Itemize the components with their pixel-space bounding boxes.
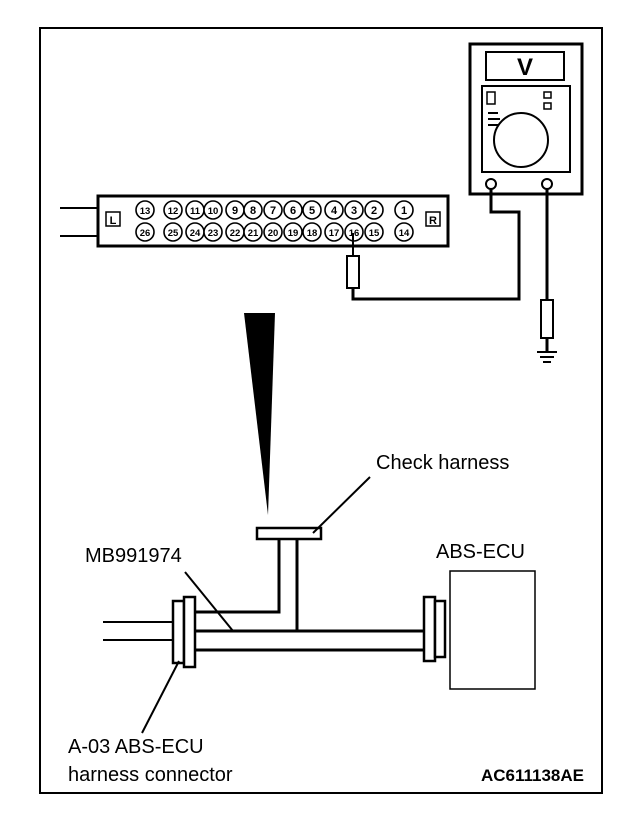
connector-pin-bottom-circle bbox=[263, 222, 283, 242]
connector-pin-top-6: 6 bbox=[290, 205, 296, 217]
connector-pin-top-12: 12 bbox=[168, 206, 179, 217]
connector-pin-top-10: 10 bbox=[208, 206, 219, 217]
check-harness-leader bbox=[312, 476, 371, 534]
voltmeter-button-icon bbox=[543, 102, 552, 110]
voltmeter: V bbox=[468, 42, 584, 196]
meter-lead-to-pin bbox=[351, 189, 521, 301]
voltmeter-dial-icon bbox=[493, 112, 549, 168]
ground-icon bbox=[537, 351, 557, 363]
ecu-connector-body bbox=[433, 599, 447, 659]
check-harness-plug bbox=[255, 526, 323, 541]
probe-handle bbox=[346, 255, 360, 289]
voltmeter-display bbox=[485, 51, 565, 81]
connector-pin-bottom-14: 14 bbox=[399, 228, 410, 239]
connector-pin-top-circle bbox=[324, 200, 344, 220]
connector-pin-top-5: 5 bbox=[309, 205, 315, 217]
connector-pin-bottom-19: 19 bbox=[288, 228, 299, 239]
connector-pin-bottom-circle bbox=[135, 222, 155, 242]
connector-pin-bottom-23: 23 bbox=[208, 228, 219, 239]
tool-leader bbox=[184, 571, 234, 632]
connector-pin-bottom-26: 26 bbox=[140, 228, 151, 239]
ecu-connector-flange bbox=[422, 595, 437, 663]
connector-right-tag: R bbox=[429, 215, 437, 227]
connector-pin-bottom-circle bbox=[324, 222, 344, 242]
connector-pin-bottom-circle bbox=[394, 222, 414, 242]
connector-pin-bottom-circle bbox=[163, 222, 183, 242]
connector-pin-top-circle bbox=[344, 200, 364, 220]
connector-pin-top-circle bbox=[263, 200, 283, 220]
connector-pin-top-2: 2 bbox=[371, 205, 377, 217]
connector-pin-bottom-circle bbox=[203, 222, 223, 242]
connector-pin-top-11: 11 bbox=[190, 206, 201, 217]
tool-label: MB991974 bbox=[85, 545, 182, 567]
connector-pin-bottom-15: 15 bbox=[369, 228, 380, 239]
harness-connector-label-line1: A-03 ABS-ECU bbox=[68, 736, 204, 758]
connector-pin-top-1: 1 bbox=[401, 205, 407, 217]
connector-pin-bottom-21: 21 bbox=[248, 228, 259, 239]
connector-left-tag: L bbox=[110, 215, 117, 227]
connector-pin-bottom-18: 18 bbox=[307, 228, 318, 239]
voltmeter-button-icon bbox=[543, 91, 552, 99]
voltmeter-mode-label: V bbox=[517, 54, 533, 81]
connector-pin-top-circle bbox=[203, 200, 223, 220]
connector-right-tag-box bbox=[425, 211, 441, 227]
pointer-wedge bbox=[244, 313, 275, 515]
voltmeter-jack-positive bbox=[541, 178, 553, 190]
connector-pin-top-13: 13 bbox=[140, 206, 151, 217]
voltmeter-switch-icon bbox=[486, 91, 496, 105]
connector-pin-top-circle bbox=[243, 200, 263, 220]
connector-pin-bottom-17: 17 bbox=[329, 228, 340, 239]
harness-connector-flange bbox=[171, 599, 186, 665]
connector-left-tag-box bbox=[105, 211, 121, 227]
connector-pin-bottom-24: 24 bbox=[190, 228, 201, 239]
connector-pin-top-8: 8 bbox=[250, 205, 256, 217]
connector-pin-top-circle bbox=[135, 200, 155, 220]
connector-pin-top-circle bbox=[394, 200, 414, 220]
voltmeter-jack-negative bbox=[485, 178, 497, 190]
figure-id: AC611138AE bbox=[481, 766, 584, 785]
voltmeter-panel bbox=[481, 85, 571, 173]
connector-pin-top-9: 9 bbox=[232, 205, 238, 217]
connector-pin-top-3: 3 bbox=[351, 205, 357, 217]
connector-pin-bottom-circle bbox=[283, 222, 303, 242]
connector-pin-top-circle bbox=[302, 200, 322, 220]
connector-pin-bottom-20: 20 bbox=[268, 228, 279, 239]
harness-connector-label-line2: harness connector bbox=[68, 764, 233, 786]
connector-pin-top-7: 7 bbox=[270, 205, 276, 217]
check-harness-label: Check harness bbox=[376, 452, 509, 474]
connector-pin-bottom-circle bbox=[364, 222, 384, 242]
connector-pin-bottom-circle bbox=[302, 222, 322, 242]
harness-connector-body bbox=[182, 595, 197, 669]
connector-pin-bottom-22: 22 bbox=[230, 228, 241, 239]
connector-pin-bottom-circle bbox=[243, 222, 263, 242]
abs-ecu-label: ABS-ECU bbox=[436, 541, 525, 563]
figure-frame bbox=[39, 27, 603, 794]
connector-pin-top-circle bbox=[163, 200, 183, 220]
tool-branch-wire bbox=[195, 539, 281, 614]
harness-connector-leader bbox=[141, 660, 180, 734]
connector-pin-top-4: 4 bbox=[331, 205, 338, 217]
ground-probe bbox=[540, 299, 554, 339]
connector-pin-bottom-25: 25 bbox=[168, 228, 179, 239]
abs-ecu-box bbox=[449, 570, 536, 690]
connector-pin-top-circle bbox=[364, 200, 384, 220]
connector-pin-top-circle bbox=[283, 200, 303, 220]
